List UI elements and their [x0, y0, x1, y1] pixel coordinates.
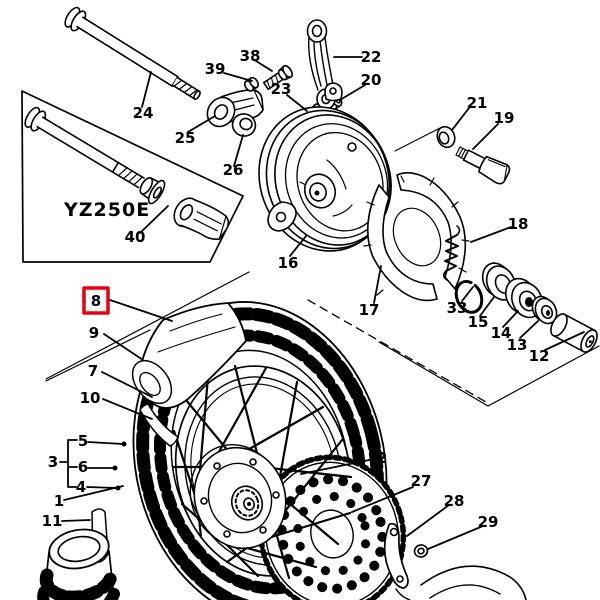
part-label-28: 28	[444, 492, 465, 510]
part-label-27: 27	[411, 472, 432, 490]
part-label-39: 39	[205, 60, 226, 78]
washer-21	[436, 125, 456, 149]
part-label-22: 22	[361, 48, 382, 66]
bolt-38	[262, 64, 294, 91]
guide-line-21	[394, 127, 441, 152]
sprocket-guard-28	[383, 522, 409, 589]
part-label-8: 8	[91, 292, 101, 310]
part-label-1: 1	[54, 492, 64, 510]
rear-axle-24	[64, 6, 201, 100]
brake-panel-16	[258, 82, 392, 252]
part-label-3: 3	[48, 453, 58, 471]
guide-lines	[45, 271, 600, 407]
part-label-15: 15	[468, 313, 489, 331]
part-number-labels: 1234567891011121314151617181920212223242…	[42, 47, 550, 531]
part-label-38: 38	[240, 47, 261, 65]
part-label-12: 12	[529, 347, 550, 365]
part-label-5: 5	[78, 432, 88, 450]
nut-29	[413, 544, 429, 558]
part-label-14: 14	[491, 324, 512, 342]
spoke-nipple-dot	[115, 485, 121, 491]
part-label-20: 20	[361, 71, 382, 89]
part-label-33: 33	[447, 299, 468, 317]
cush-hub-11	[37, 508, 120, 600]
spoke-nipple-dot	[112, 465, 118, 471]
seal-13	[531, 295, 558, 325]
part-label-13: 13	[507, 336, 528, 354]
chain-puller-25	[206, 89, 264, 128]
leader-lines	[59, 56, 585, 550]
part-label-24: 24	[133, 104, 154, 122]
model-code: YZ250E	[63, 199, 150, 221]
part-label-4: 4	[76, 478, 86, 496]
brake-shoes-17	[363, 172, 470, 302]
highlighted-part-box[interactable]	[82, 286, 110, 315]
part-label-25: 25	[175, 129, 196, 147]
part-label-7: 7	[88, 362, 98, 380]
spoke-nipple-dot	[121, 441, 127, 447]
part-label-29: 29	[478, 513, 499, 531]
part-label-6: 6	[78, 458, 88, 476]
part-label-19: 19	[494, 109, 515, 127]
part-label-16: 16	[278, 254, 299, 272]
brake-camshaft-19	[455, 146, 511, 185]
part-label-9: 9	[89, 324, 99, 342]
chain-guard-outline	[395, 565, 527, 600]
part-label-40: 40	[125, 228, 146, 246]
part-label-21: 21	[467, 94, 488, 112]
wheel-hub	[189, 443, 287, 550]
brake-spring-18	[442, 225, 461, 281]
part-label-26: 26	[223, 161, 244, 179]
part-label-23: 23	[271, 80, 292, 98]
part-label-18: 18	[508, 215, 529, 233]
part-label-2: 2	[377, 449, 387, 467]
part-label-17: 17	[359, 301, 380, 319]
model-inset-box	[21, 90, 244, 263]
part-label-10: 10	[80, 389, 101, 407]
circlip-33	[454, 280, 484, 314]
rim-band	[139, 403, 179, 447]
part-label-11: 11	[42, 512, 63, 530]
bushing-26	[231, 113, 257, 137]
spacer-collar-12	[550, 313, 598, 353]
rear-axle-40	[24, 106, 230, 241]
